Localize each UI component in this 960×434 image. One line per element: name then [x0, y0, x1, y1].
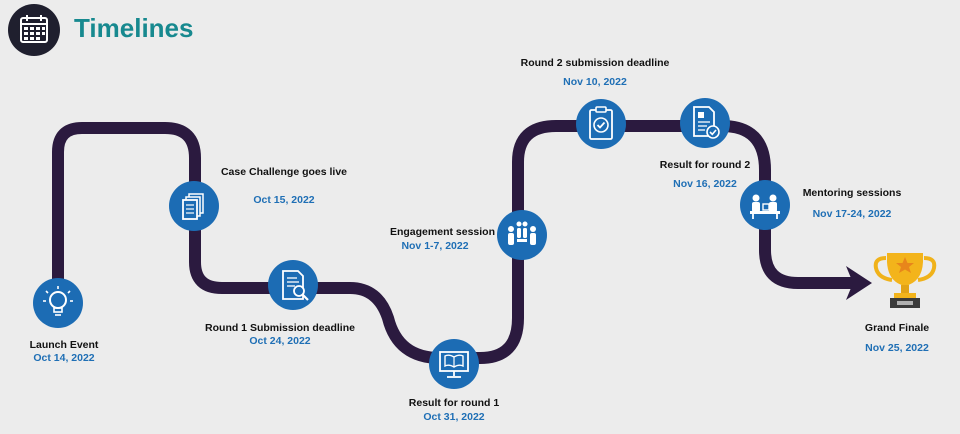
milestone-date: Nov 1-7, 2022	[401, 240, 469, 252]
milestone-label: Round 2 submission deadline	[520, 57, 670, 69]
milestone-label: Launch Event	[29, 339, 99, 351]
milestone-date: Nov 17-24, 2022	[812, 208, 892, 220]
milestone-label: Grand Finale	[864, 322, 930, 334]
document-search-icon	[268, 260, 318, 310]
mentoring-icon	[740, 180, 790, 230]
milestone-label: Engagement session	[389, 226, 495, 238]
clipboard-check-icon	[576, 99, 626, 149]
calendar-icon	[8, 4, 60, 56]
milestone-label: Case Challenge goes live	[220, 166, 348, 178]
milestone-date: Oct 24, 2022	[249, 335, 311, 347]
trophy-icon	[870, 248, 940, 314]
documents-icon	[169, 181, 219, 231]
document-check-icon	[680, 98, 730, 148]
milestone-date: Nov 16, 2022	[673, 178, 737, 190]
page-title: Timelines	[74, 13, 194, 43]
monitor-book-icon	[429, 339, 479, 389]
milestone-date: Oct 15, 2022	[253, 194, 315, 206]
milestone-date: Oct 31, 2022	[423, 411, 485, 423]
milestone-date: Nov 25, 2022	[865, 342, 929, 354]
lightbulb-icon	[33, 278, 83, 328]
milestone-date: Oct 14, 2022	[33, 352, 95, 364]
milestone-label: Result for round 2	[659, 159, 751, 171]
milestone-date: Nov 10, 2022	[563, 76, 627, 88]
milestone-label: Result for round 1	[408, 397, 500, 409]
milestone-label: Round 1 Submission deadline	[205, 322, 355, 334]
meeting-icon	[497, 210, 547, 260]
milestone-label: Mentoring sessions	[802, 187, 902, 199]
arrow-head	[846, 266, 872, 300]
